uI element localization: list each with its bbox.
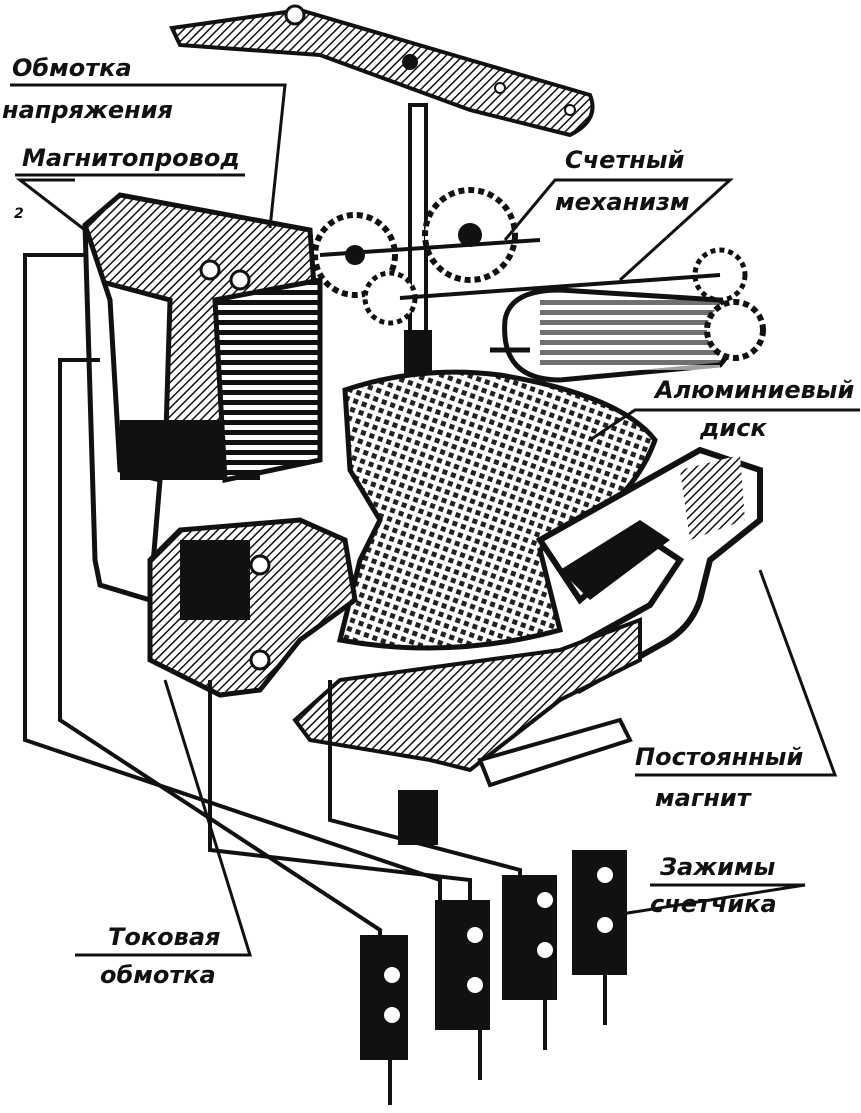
leader-current-coil <box>75 679 253 957</box>
label-magnet-line2: магнит <box>655 784 753 812</box>
label-magnetic-core: Магнитопровод <box>22 144 240 172</box>
terminal-blocks <box>360 850 627 1105</box>
label-magnet-line1: Постоянный <box>635 743 803 771</box>
label-disk-line1: Алюминиевый <box>653 376 854 404</box>
corner-mark: 2 <box>14 206 24 222</box>
current-coil <box>147 517 358 698</box>
terminal-block-3 <box>502 875 557 1050</box>
label-counter-line1: Счетный <box>565 146 685 174</box>
leader-voltage-coil <box>10 83 287 229</box>
permanent-magnet <box>535 446 763 695</box>
label-current-coil-line1: Токовая <box>108 923 220 951</box>
counter-mechanism <box>312 187 766 383</box>
counter-drum <box>490 287 766 383</box>
leader-magnet <box>635 569 838 777</box>
aluminum-disk <box>336 369 658 651</box>
leader-disk <box>589 408 860 442</box>
label-disk-line2: диск <box>699 414 767 442</box>
leader-counter <box>503 178 734 282</box>
mounting-bracket <box>169 4 595 138</box>
label-terminals-line1: Зажимы <box>659 853 776 881</box>
leader-magnetic-core <box>15 173 245 232</box>
leader-lines <box>10 83 860 957</box>
base-plate <box>292 617 642 788</box>
terminal-block-1 <box>360 935 408 1105</box>
label-counter-line2: механизм <box>555 188 690 216</box>
voltage-coil <box>199 259 323 484</box>
leader-terminals <box>614 883 806 917</box>
label-terminals-line2: счетчика <box>650 890 777 918</box>
label-current-coil-line2: обмотка <box>100 961 216 989</box>
terminal-block-4 <box>572 850 627 1025</box>
terminal-block-2 <box>435 900 490 1080</box>
label-voltage-coil-line2: напряжения <box>2 96 173 124</box>
label-voltage-coil-line1: Обмотка <box>12 54 132 82</box>
